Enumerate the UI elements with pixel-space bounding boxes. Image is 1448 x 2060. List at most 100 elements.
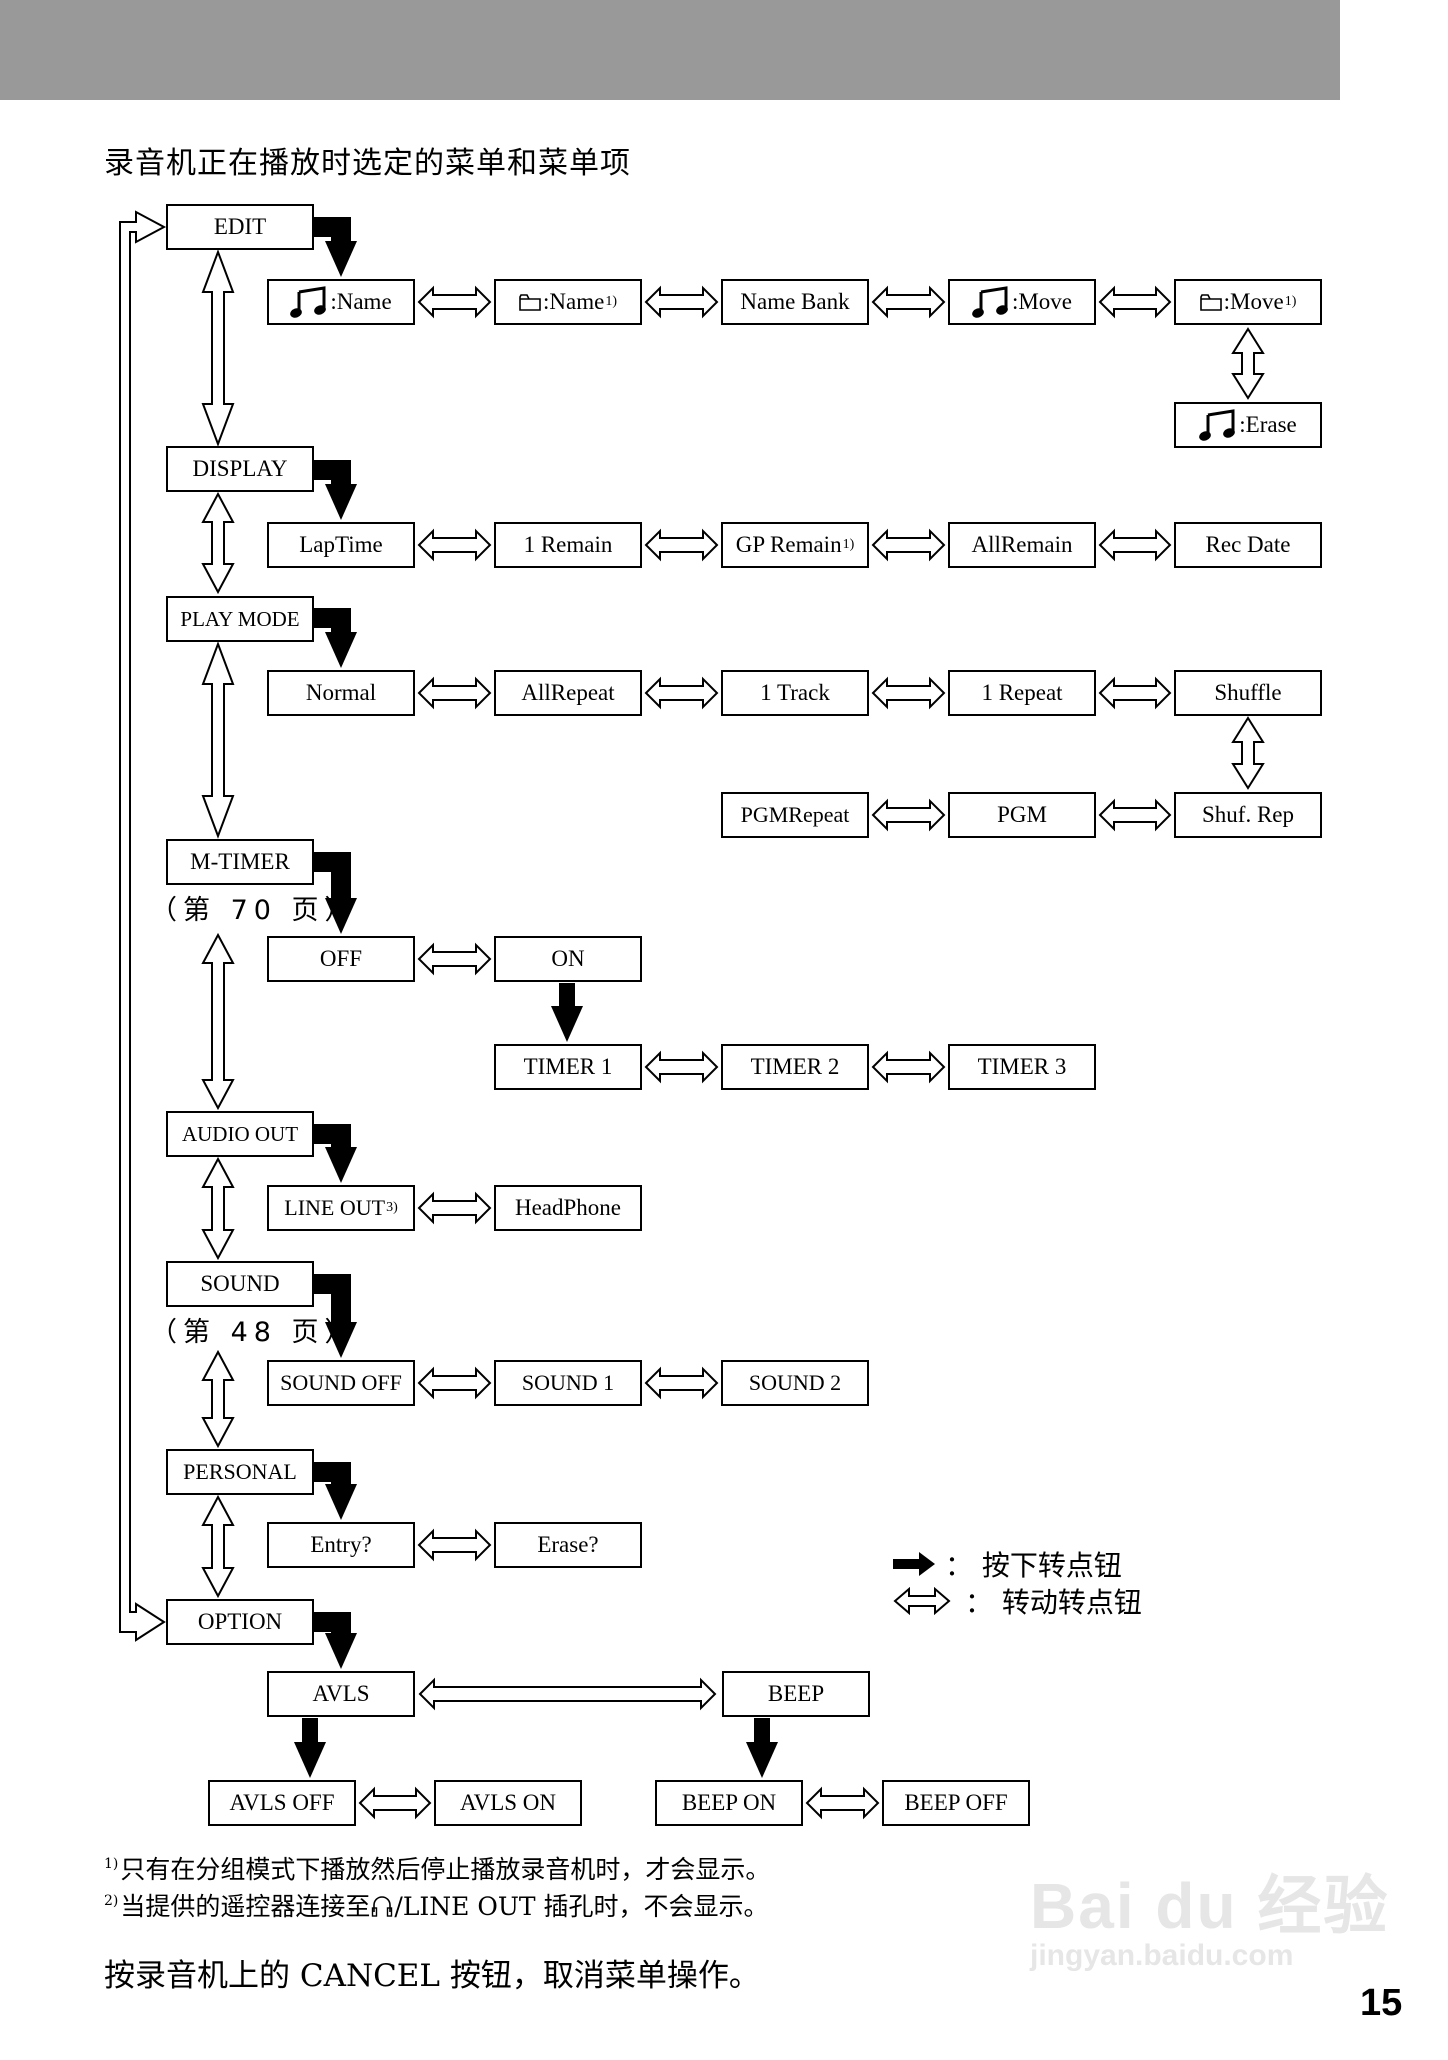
- edit-item-name-bank: Name Bank: [721, 279, 869, 325]
- turn-double-arrow-icon: [871, 528, 946, 562]
- turn-double-arrow-icon: [417, 1528, 492, 1562]
- play-mode-item-1-repeat: 1 Repeat: [948, 670, 1096, 716]
- turn-double-arrow-icon: [644, 285, 719, 319]
- menu-sound: SOUND: [166, 1261, 314, 1307]
- item-label: :Erase: [1239, 412, 1297, 437]
- item-label: TIMER 2: [750, 1054, 840, 1079]
- folder-icon: [1199, 293, 1222, 311]
- play-mode-item-pgm: PGM: [948, 792, 1096, 838]
- m-timer-item-off: OFF: [267, 936, 415, 982]
- press-arrow-head: [746, 1742, 778, 1778]
- menu-edit: EDIT: [166, 204, 314, 250]
- turn-double-arrow-icon: [417, 676, 492, 710]
- menu-personal-label: PERSONAL: [183, 1459, 297, 1484]
- item-label: BEEP OFF: [904, 1790, 1008, 1815]
- turn-double-arrow-icon: [1098, 528, 1172, 562]
- turn-double-arrow-icon: [417, 285, 492, 319]
- press-arrow-head: [294, 1742, 326, 1778]
- turn-vertical-arrow-icon: [201, 641, 235, 839]
- item-label: :Name: [330, 289, 392, 314]
- turn-vertical-arrow-icon: [201, 1494, 235, 1599]
- option-item-beep-off: BEEP OFF: [882, 1780, 1030, 1826]
- menu-play-mode: PLAY MODE: [166, 596, 314, 642]
- item-label: AVLS ON: [459, 1790, 557, 1815]
- item-label: PGM: [997, 802, 1047, 827]
- item-label: Shuf. Rep: [1202, 802, 1294, 827]
- play-mode-item-pgmrepeat: PGMRepeat: [721, 792, 869, 838]
- legend-turn: ： 转动转点钮: [893, 1581, 1142, 1621]
- turn-double-arrow-icon: [417, 942, 492, 976]
- watermark-brand: Bai du 经验: [1030, 1870, 1390, 1942]
- item-label: GP Remain: [735, 532, 842, 557]
- press-arrow-icon: [314, 1612, 351, 1635]
- press-arrow-head: [325, 1484, 357, 1520]
- item-label: Name Bank: [740, 289, 850, 314]
- item-label: AVLS OFF: [229, 1790, 335, 1815]
- press-arrow-icon: [314, 1462, 351, 1486]
- item-label: AllRepeat: [521, 680, 615, 705]
- option-item-beep: BEEP: [722, 1671, 870, 1717]
- item-label: TIMER 3: [977, 1054, 1067, 1079]
- music-note-icon: [972, 286, 1010, 318]
- turn-double-arrow-icon: [644, 1050, 719, 1084]
- folder-icon: [519, 293, 541, 311]
- item-label: PGMRepeat: [740, 802, 850, 827]
- footnote-mark: 1): [104, 1856, 119, 1872]
- menu-sound-label: SOUND: [200, 1271, 280, 1296]
- option-item-avls-off: AVLS OFF: [208, 1780, 356, 1826]
- press-arrow-icon: [314, 608, 351, 634]
- play-mode-item-allrepeat: AllRepeat: [494, 670, 642, 716]
- press-arrow-head: [325, 484, 357, 520]
- turn-double-arrow-icon: [358, 1786, 432, 1820]
- display-item-1-remain: 1 Remain: [494, 522, 642, 568]
- header-bar: [0, 0, 1340, 100]
- menu-play-mode-label: PLAY MODE: [180, 606, 300, 631]
- item-label: ON: [551, 946, 585, 971]
- turn-double-arrow-icon: [644, 676, 719, 710]
- item-label: 1 Remain: [523, 532, 613, 557]
- turn-double-arrow-icon: [418, 1677, 717, 1711]
- press-arrow-head: [325, 1633, 357, 1669]
- sound-item-1: SOUND 1: [494, 1360, 642, 1406]
- item-label: :Move: [1223, 289, 1284, 314]
- turn-double-arrow-icon: [871, 285, 946, 319]
- music-note-icon: [290, 286, 328, 318]
- footnote-text: /LINE OUT 插孔时，不会显示。: [394, 1892, 769, 1921]
- play-mode-item-shuffle: Shuffle: [1174, 670, 1322, 716]
- menu-m-timer-label: M-TIMER: [190, 849, 290, 874]
- turn-double-arrow-icon: [1098, 285, 1172, 319]
- personal-item-entry: Entry?: [267, 1522, 415, 1568]
- sound-item-off: SOUND OFF: [267, 1360, 415, 1406]
- menu-display-label: DISPLAY: [192, 456, 288, 481]
- turn-double-arrow-icon: [871, 1050, 946, 1084]
- turn-double-arrow-icon: [644, 528, 719, 562]
- option-item-beep-on: BEEP ON: [655, 1780, 803, 1826]
- page-title: 录音机正在播放时选定的菜单和菜单项: [104, 146, 631, 181]
- press-arrow-icon: [893, 1552, 935, 1576]
- item-label: 1 Repeat: [981, 680, 1063, 705]
- turn-vertical-arrow-icon: [1231, 327, 1265, 400]
- personal-item-erase: Erase?: [494, 1522, 642, 1568]
- menu-option-label: OPTION: [197, 1609, 283, 1634]
- press-arrow-head: [551, 1006, 583, 1042]
- item-label: Erase?: [537, 1532, 599, 1557]
- edit-item-track-name: :Name: [267, 279, 415, 325]
- menu-m-timer: M-TIMER: [166, 839, 314, 885]
- play-mode-item-1-track: 1 Track: [721, 670, 869, 716]
- display-item-rec-date: Rec Date: [1174, 522, 1322, 568]
- m-timer-page-ref: （第 70 页）: [150, 895, 358, 926]
- footnote-mark: 2): [104, 1893, 119, 1909]
- turn-vertical-arrow-icon: [201, 249, 235, 447]
- item-label: 1 Track: [760, 680, 830, 705]
- turn-double-arrow-icon: [871, 798, 946, 832]
- cancel-note: 按录音机上的 CANCEL 按钮，取消菜单操作。: [104, 1958, 760, 1994]
- item-label: SOUND 2: [748, 1370, 842, 1395]
- turn-vertical-arrow-icon: [201, 1156, 235, 1261]
- turn-vertical-arrow-icon: [1231, 716, 1265, 790]
- turn-double-arrow-icon: [417, 528, 492, 562]
- display-item-allremain: AllRemain: [948, 522, 1096, 568]
